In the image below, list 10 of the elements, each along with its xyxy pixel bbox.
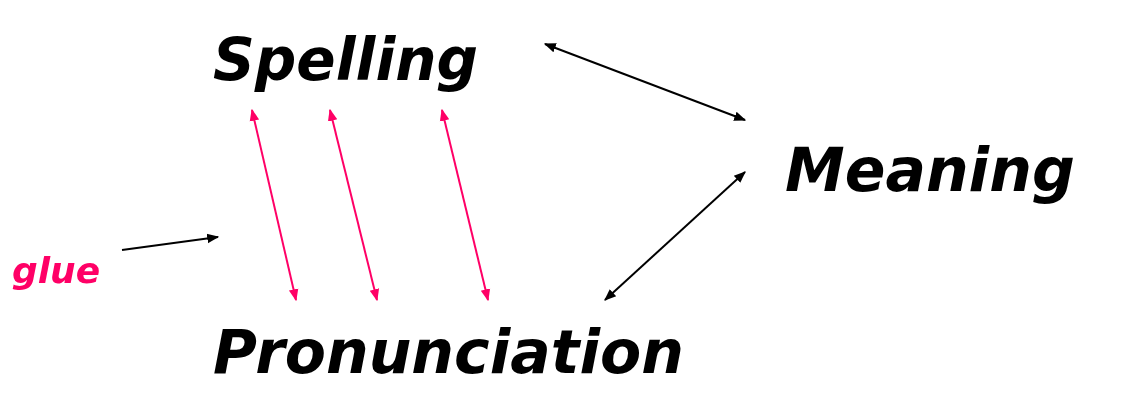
note-label: glue [12, 249, 101, 291]
word-label: Pronunciation [213, 317, 684, 387]
arrow [543, 43, 747, 121]
arrow [121, 233, 220, 251]
word-label: Meaning [785, 135, 1075, 205]
arrow [327, 108, 380, 302]
word-label: Spelling [213, 26, 479, 94]
arrow [439, 108, 491, 302]
arrow [249, 108, 299, 302]
arrow [604, 171, 746, 301]
